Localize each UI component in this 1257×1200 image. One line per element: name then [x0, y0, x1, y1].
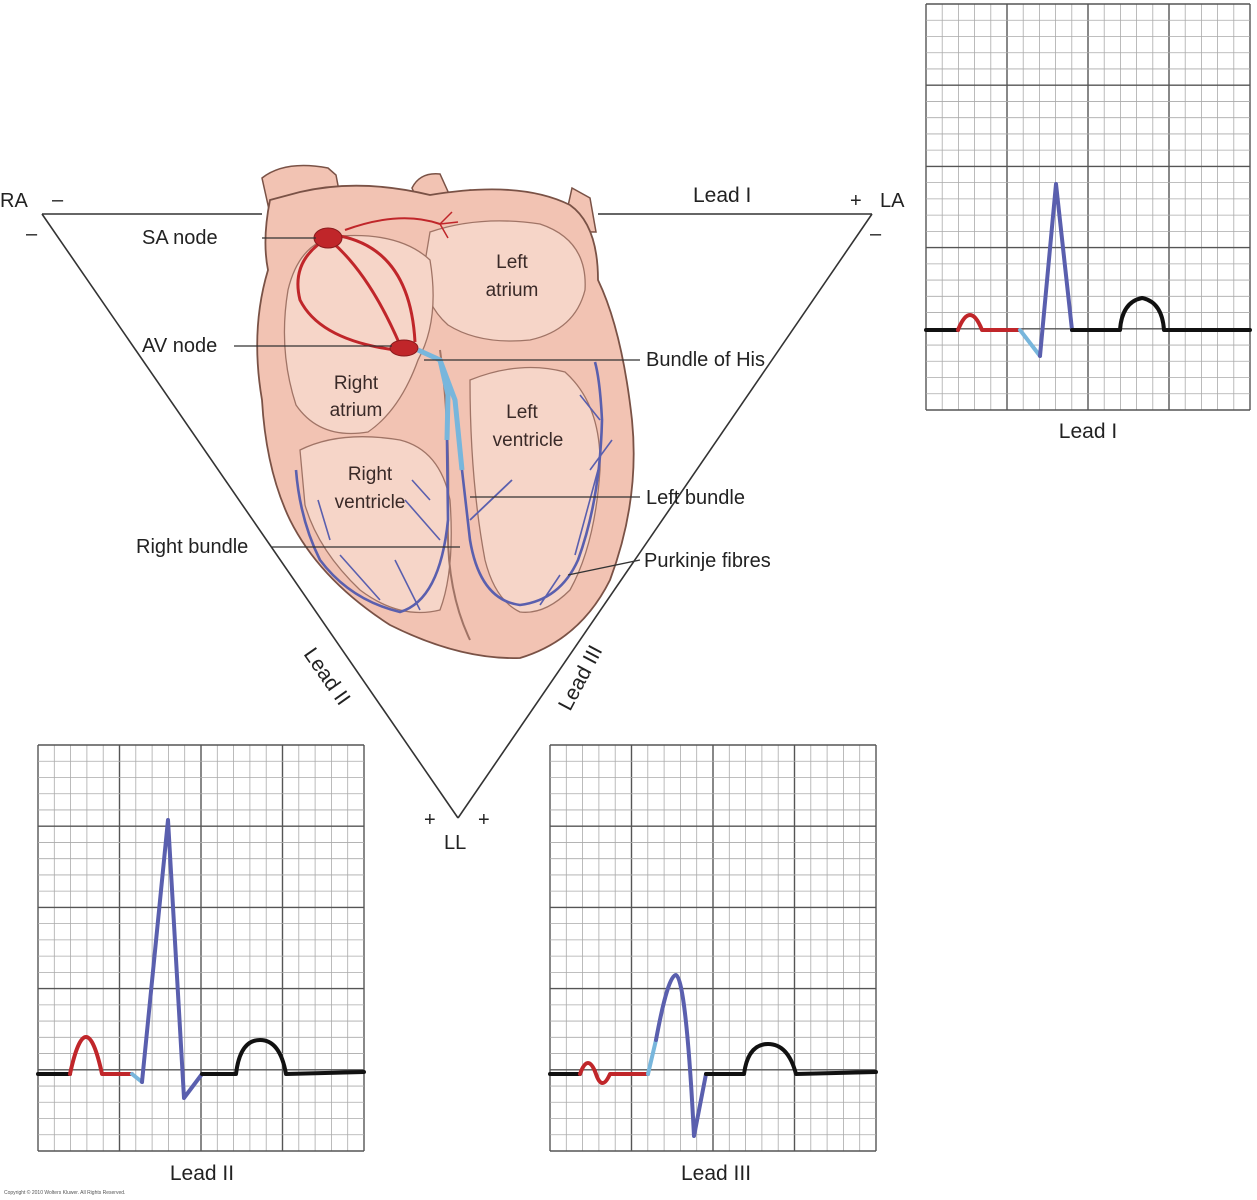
sa-node-label: SA node	[142, 227, 218, 249]
lead-iii-caption: Lead III	[681, 1162, 751, 1185]
left-atrium-label-2: atrium	[486, 280, 539, 301]
heart-illustration	[256, 164, 635, 659]
ra-electrode-label: RA	[0, 190, 28, 212]
left-atrium-label: Left	[496, 252, 528, 273]
ra-minus-top: –	[52, 189, 64, 211]
ecg-trace-lead-iii	[548, 973, 878, 1138]
ecg-trace-lead-i	[924, 182, 1252, 358]
ecg-panel-lead-iii: Lead III	[548, 744, 878, 1185]
ecg-panel-lead-i: Lead I	[924, 3, 1252, 443]
bundle-of-his	[416, 347, 465, 471]
ra-minus-bottom: –	[26, 223, 38, 245]
ecg-grid-lead-ii	[37, 744, 365, 1152]
lead-i-caption: Lead I	[1059, 420, 1117, 443]
copyright-notice: Copyright © 2010 Wolters Kluwer. All Rig…	[4, 1189, 125, 1196]
lead-iii-side-label: Lead III	[554, 642, 607, 715]
la-plus: +	[850, 190, 862, 212]
einthoven-triangle	[41, 213, 873, 819]
lead-ii-caption: Lead II	[170, 1162, 234, 1185]
lead-i-side-label: Lead I	[693, 184, 751, 207]
right-atrium-label: Right	[334, 373, 379, 394]
ecg-grid-lead-iii	[549, 744, 877, 1152]
ll-electrode-label: LL	[444, 832, 466, 854]
av-node	[389, 339, 419, 357]
ll-plus-right: +	[478, 809, 490, 831]
left-bundle-label: Left bundle	[646, 487, 745, 509]
ll-plus-left: +	[424, 809, 436, 831]
bundle-of-his-label: Bundle of His	[646, 349, 765, 371]
purkinje-network	[294, 361, 613, 614]
lead-ii-side-label: Lead II	[299, 644, 355, 710]
purkinje-fibres-label: Purkinje fibres	[644, 550, 771, 572]
av-node-label: AV node	[142, 335, 217, 357]
left-ventricle-label: Left	[506, 402, 538, 423]
la-electrode-label: LA	[880, 190, 905, 212]
ecg-panel-lead-ii: Lead II	[36, 744, 366, 1185]
right-ventricle-label: Right	[348, 464, 393, 485]
ecg-trace-lead-ii	[36, 818, 366, 1100]
pointer-lines	[234, 237, 641, 576]
left-ventricle-chamber	[469, 366, 601, 613]
ecg-grid-lead-i	[925, 3, 1251, 411]
sa-node	[313, 227, 343, 249]
internodal-pathways	[296, 211, 459, 352]
right-atrium-label-2: atrium	[330, 400, 383, 421]
la-minus: –	[870, 223, 882, 245]
right-bundle-label: Right bundle	[136, 536, 248, 558]
right-ventricle-label-2: ventricle	[335, 492, 406, 513]
left-ventricle-label-2: ventricle	[493, 430, 564, 451]
left-atrium-chamber	[423, 220, 586, 342]
